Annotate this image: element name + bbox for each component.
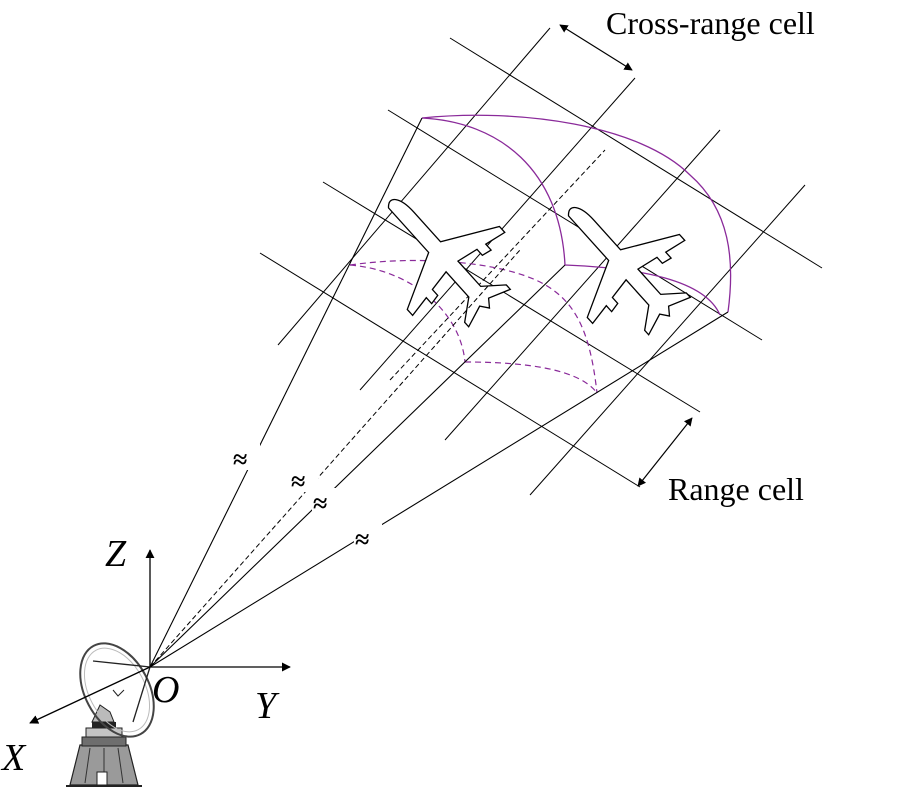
- arc-dash-3: [464, 361, 598, 394]
- x-axis: [29, 666, 151, 724]
- ray-1: [149, 117, 423, 668]
- rotation-arcs: [349, 114, 732, 394]
- grid-line-cr-3: [444, 129, 721, 441]
- origin-label: O: [152, 669, 179, 711]
- grid-line-r-1: [449, 37, 823, 269]
- grid-line-cr-5: [389, 149, 606, 381]
- arc-dash-1: [349, 259, 598, 394]
- z-axis-label: Z: [105, 533, 127, 575]
- arc-top-outer: [421, 114, 732, 313]
- grid-line-cr-4: [529, 184, 806, 496]
- grid-line-r-2: [387, 109, 763, 341]
- cross-range-cell-label: Cross-range cell: [606, 5, 815, 41]
- cross-range-grid-lines: [277, 27, 806, 496]
- aircraft-2: [567, 206, 692, 336]
- radar-rays: [149, 117, 729, 668]
- break-symbol-3: ≈: [313, 489, 327, 518]
- break-symbols: ≈ ≈ ≈ ≈: [232, 444, 382, 554]
- break-symbol-1: ≈: [233, 445, 247, 474]
- ray-4: [149, 311, 729, 668]
- break-symbol-4: ≈: [355, 525, 369, 554]
- y-axis-label: Y: [255, 685, 280, 727]
- arc-top-inner: [421, 117, 566, 266]
- x-axis-label: X: [0, 737, 27, 779]
- radar-antenna-icon: [66, 642, 155, 787]
- grid-line-r-3: [322, 181, 701, 413]
- arc-middle: [564, 264, 721, 316]
- ray-3: [149, 264, 566, 668]
- cross-range-cell-arrow: [559, 24, 633, 71]
- range-cell-label: Range cell: [668, 471, 804, 507]
- coordinate-axes: [29, 549, 291, 724]
- ray-2: [149, 249, 521, 668]
- range-grid-lines: [259, 37, 823, 488]
- range-cell-arrow: [637, 417, 693, 487]
- break-symbol-2: ≈: [291, 467, 305, 496]
- arc-dash-2: [349, 264, 466, 363]
- grid-line-r-4: [259, 252, 641, 488]
